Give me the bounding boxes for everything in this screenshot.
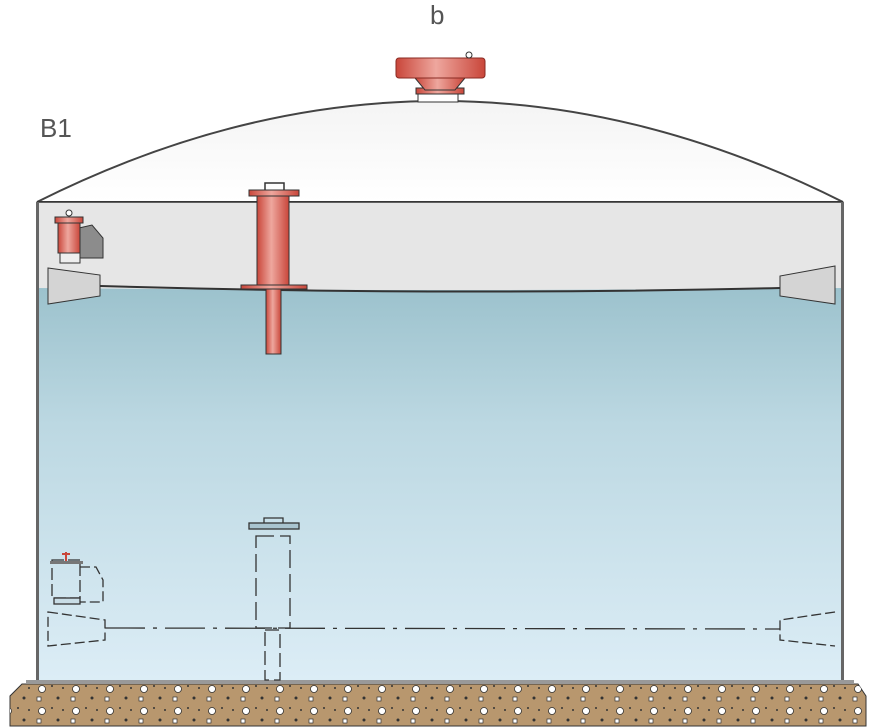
roof-seal-right bbox=[779, 265, 836, 305]
liquid bbox=[37, 288, 843, 680]
lowered-roof-outline bbox=[47, 517, 836, 681]
label-b: b bbox=[430, 0, 445, 30]
label-b1: B1 bbox=[40, 113, 72, 143]
roof-seal-left bbox=[47, 267, 101, 305]
roof-vent-fitting bbox=[395, 51, 486, 103]
tank-wall-left bbox=[36, 202, 39, 682]
tank-wall-right bbox=[841, 202, 844, 682]
gauge-pipe bbox=[240, 182, 308, 355]
pressure-vacuum-valve bbox=[54, 209, 104, 264]
lower-valve-cap bbox=[50, 561, 83, 564]
tank-bottom bbox=[26, 680, 854, 683]
floating-roof-space bbox=[37, 202, 843, 290]
lower-valve-handle bbox=[62, 552, 70, 561]
tank-dome bbox=[36, 100, 844, 203]
liquid-surface bbox=[99, 285, 781, 293]
foundation bbox=[9, 683, 867, 727]
